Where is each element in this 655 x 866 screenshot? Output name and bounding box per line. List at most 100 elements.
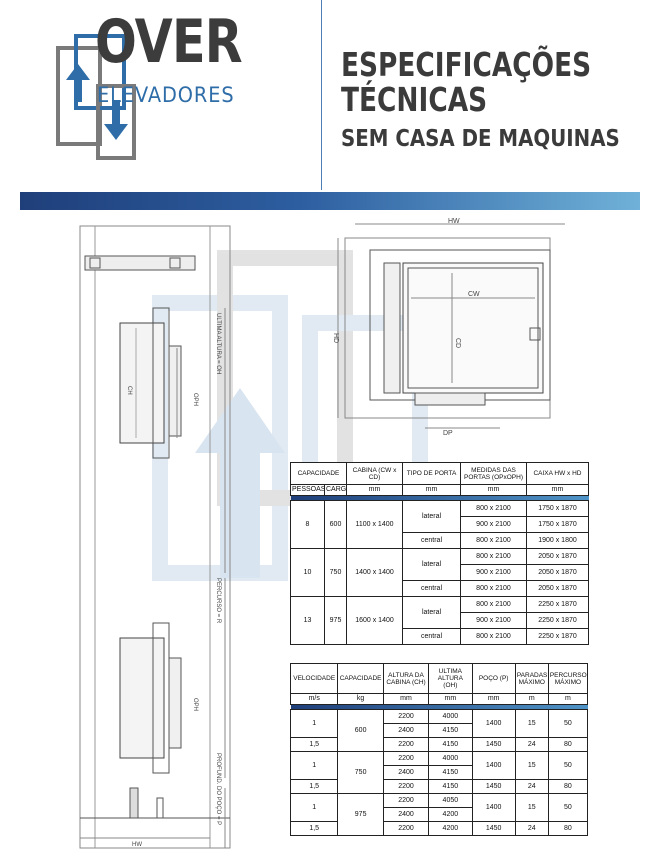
col-header-tipo-porta: TIPO DE PORTA bbox=[402, 462, 461, 485]
subheader-carga: CARGA bbox=[324, 484, 347, 496]
unit-cell: kg bbox=[337, 693, 384, 705]
label-oph-upper: OPH bbox=[192, 393, 198, 406]
table-row: 2400 4150 bbox=[291, 723, 588, 738]
cell-capacidade: 600 bbox=[337, 709, 384, 752]
cell-percurso: 50 bbox=[547, 751, 589, 780]
cell-capacidade: 750 bbox=[337, 751, 384, 794]
cell-cabina: 1600 x 1400 bbox=[346, 596, 403, 645]
col-header-percurso: PERCURSO MÁXIMO bbox=[547, 663, 589, 694]
label-hw-bottom: HW bbox=[132, 842, 142, 848]
table-separator-band bbox=[290, 495, 589, 501]
table-row: 1 600 2200 4000 1400 15 50 bbox=[289, 709, 589, 752]
cell-paradas: 24 bbox=[514, 737, 549, 752]
cell-capacidade: 975 bbox=[337, 793, 384, 836]
col-header-paradas: PARADAS MÁXIMO bbox=[514, 663, 549, 694]
cell-oh: 4000 bbox=[428, 709, 473, 724]
cell-poco: 1400 bbox=[471, 793, 516, 822]
table-row: 1 975 2200 4050 1400 15 50 bbox=[289, 793, 589, 836]
cell-velocidade: 1,5 bbox=[289, 779, 339, 794]
cell-oh: 4200 bbox=[428, 821, 473, 836]
cell-paradas: 15 bbox=[514, 793, 549, 822]
cell-paradas: 24 bbox=[514, 779, 549, 794]
cell-cabina: 1100 x 1400 bbox=[346, 500, 403, 549]
page-title-line2: TÉCNICAS bbox=[341, 80, 488, 119]
cell-oh: 4000 bbox=[428, 751, 473, 766]
table-row: 13 975 1600 x 1400 lateral 800 x 2100 22… bbox=[290, 596, 589, 645]
table-row: 2400 4200 bbox=[291, 807, 588, 822]
col-header-ultima-altura: ULTIMA ALTURA (OH) bbox=[428, 663, 473, 694]
cell-ch: 2400 bbox=[382, 807, 430, 822]
cell-medidas: 900 x 2100 bbox=[460, 612, 527, 629]
table-row: 8 600 1100 x 1400 lateral 800 x 2100 175… bbox=[290, 500, 589, 549]
cell-pessoas: 13 bbox=[290, 596, 325, 645]
cell-porta: central bbox=[402, 628, 461, 645]
cell-percurso: 50 bbox=[547, 793, 589, 822]
table-row: 2400 4150 bbox=[291, 765, 588, 780]
speed-table: VELOCIDADE CAPACIDADE ALTURA DA CABINA (… bbox=[289, 663, 589, 836]
unit-cell: mm bbox=[402, 484, 461, 496]
table-row: central 800 x 2100 2250 x 1870 bbox=[291, 628, 589, 645]
unit-cell: m bbox=[547, 693, 589, 705]
col-header-caixa: CAIXA HW x HD bbox=[526, 462, 589, 485]
cell-oh: 4200 bbox=[428, 807, 473, 822]
col-header-capacidade: CAPACIDADE bbox=[290, 462, 347, 485]
page-title-line1: ESPECIFICAÇÕES bbox=[341, 45, 592, 84]
label-hd: HD bbox=[332, 333, 339, 343]
cell-percurso: 50 bbox=[547, 709, 589, 738]
table-row: 1,5 2200 4200 1450 24 80 bbox=[289, 821, 589, 836]
unit-cell: mm bbox=[346, 484, 403, 496]
cell-pessoas: 10 bbox=[290, 548, 325, 597]
cell-ch: 2200 bbox=[382, 793, 430, 808]
unit-cell: mm bbox=[526, 484, 589, 496]
cell-percurso: 80 bbox=[547, 779, 589, 794]
cell-velocidade: 1,5 bbox=[289, 737, 339, 752]
cell-velocidade: 1,5 bbox=[289, 821, 339, 836]
cell-medidas: 800 x 2100 bbox=[460, 580, 527, 597]
cell-caixa: 2050 x 1870 bbox=[526, 580, 589, 597]
logo-subtitle: ELEVADORES bbox=[97, 83, 235, 107]
col-header-capacidade: CAPACIDADE bbox=[337, 663, 384, 694]
cell-percurso: 80 bbox=[547, 821, 589, 836]
cell-caixa: 1900 x 1800 bbox=[526, 532, 589, 549]
cell-paradas: 15 bbox=[514, 709, 549, 738]
cell-carga: 975 bbox=[324, 596, 347, 645]
header-divider bbox=[321, 0, 322, 190]
table-row: 1,5 2200 4150 1450 24 80 bbox=[289, 779, 589, 794]
label-cd: CD bbox=[454, 338, 461, 348]
unit-cell: m/s bbox=[289, 693, 339, 705]
col-header-altura-cabina: ALTURA DA CABINA (CH) bbox=[382, 663, 430, 694]
table-row: central 800 x 2100 2050 x 1870 bbox=[291, 580, 589, 597]
cell-medidas: 800 x 2100 bbox=[460, 532, 527, 549]
logo-wordmark: OVER bbox=[95, 7, 243, 77]
unit-cell: mm bbox=[382, 693, 430, 705]
cell-ch: 2200 bbox=[382, 709, 430, 724]
table-separator-band bbox=[290, 704, 588, 710]
cell-porta: lateral bbox=[402, 596, 461, 629]
cell-caixa: 1750 x 1870 bbox=[526, 500, 589, 517]
label-cw: CW bbox=[468, 291, 480, 298]
cell-porta: central bbox=[402, 580, 461, 597]
cell-medidas: 800 x 2100 bbox=[460, 628, 527, 645]
label-dp: DP bbox=[443, 430, 453, 437]
cell-caixa: 2050 x 1870 bbox=[526, 564, 589, 581]
label-oh: ULTIMA ALTURA = OH bbox=[215, 313, 221, 374]
cell-paradas: 15 bbox=[514, 751, 549, 780]
cell-caixa: 2250 x 1870 bbox=[526, 612, 589, 629]
cell-velocidade: 1 bbox=[289, 751, 339, 780]
cell-medidas: 800 x 2100 bbox=[460, 548, 527, 565]
table-row: 10 750 1400 x 1400 lateral 800 x 2100 20… bbox=[290, 548, 589, 597]
cell-paradas: 24 bbox=[514, 821, 549, 836]
page-subtitle: SEM CASA DE MAQUINAS bbox=[341, 126, 620, 152]
cell-oh: 4050 bbox=[428, 793, 473, 808]
cell-ch: 2200 bbox=[382, 779, 430, 794]
cell-poco: 1450 bbox=[471, 737, 516, 752]
cell-velocidade: 1 bbox=[289, 709, 339, 738]
cell-porta: central bbox=[402, 532, 461, 549]
table-row: central 800 x 2100 1900 x 1800 bbox=[291, 532, 589, 549]
cell-poco: 1400 bbox=[471, 751, 516, 780]
cell-oh: 4150 bbox=[428, 723, 473, 738]
header-gradient-band bbox=[20, 192, 640, 210]
table-row: 900 x 2100 1750 x 1870 bbox=[291, 516, 589, 533]
label-hw: HW bbox=[448, 218, 460, 225]
table-row: 1,5 2200 4150 1450 24 80 bbox=[289, 737, 589, 752]
